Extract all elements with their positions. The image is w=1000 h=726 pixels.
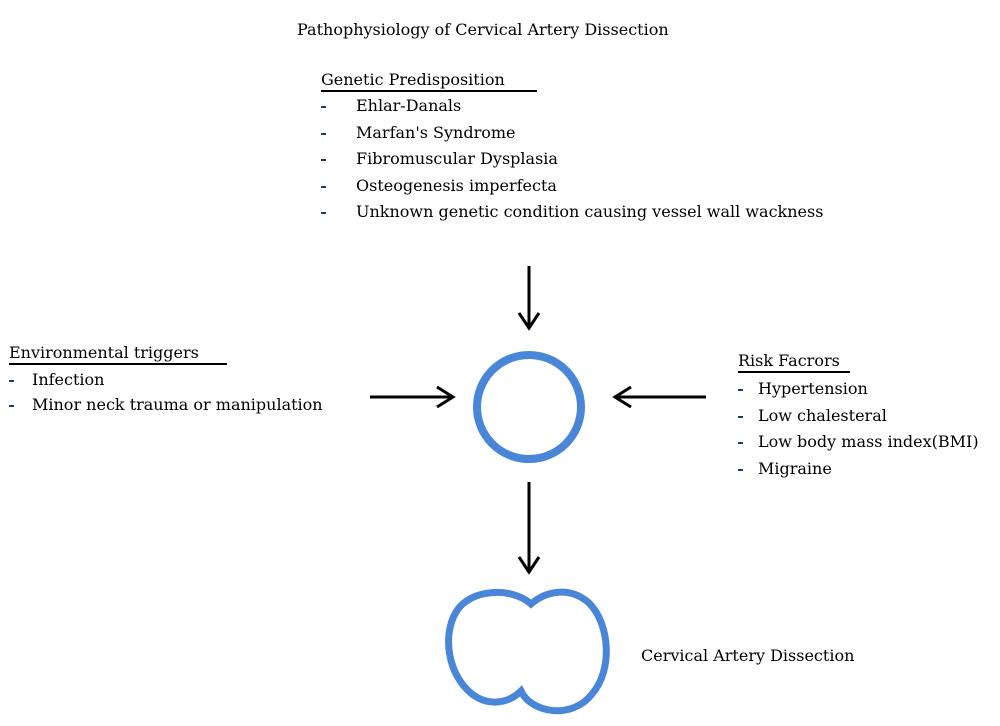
arrow-down-top-icon	[517, 266, 541, 331]
bullet-dash-icon	[321, 132, 326, 135]
list-item: Minor neck trauma or manipulation	[9, 395, 323, 420]
list-item-label: Migraine	[758, 458, 832, 478]
list-item: Fibromuscular Dysplasia	[321, 149, 823, 176]
genetic-predisposition-section: Genetic Predisposition Ehlar-Danals Marf…	[321, 70, 823, 229]
dissected-vessel-icon	[445, 588, 610, 715]
list-item-label: Low chalesteral	[758, 405, 887, 425]
list-item: Ehlar-Danals	[321, 96, 823, 123]
genetic-predisposition-heading: Genetic Predisposition	[321, 70, 537, 92]
list-item: Low chalesteral	[738, 406, 979, 433]
arrow-right-icon	[370, 385, 456, 409]
bullet-dash-icon	[9, 405, 14, 407]
list-item-label: Marfan's Syndrome	[356, 122, 516, 142]
list-item: Low body mass index(BMI)	[738, 432, 979, 459]
list-item-label: Osteogenesis imperfecta	[356, 175, 557, 195]
list-item: Hypertension	[738, 379, 979, 406]
bullet-dash-icon	[321, 212, 326, 214]
list-item-label: Minor neck trauma or manipulation	[32, 395, 323, 414]
list-item-label: Hypertension	[758, 379, 868, 398]
normal-vessel-icon	[473, 351, 585, 463]
bullet-dash-icon	[321, 159, 326, 161]
list-item: Osteogenesis imperfecta	[321, 176, 823, 203]
list-item: Infection	[9, 370, 323, 395]
diagram-title: Pathophysiology of Cervical Artery Disse…	[297, 20, 669, 39]
risk-factors-section: Risk Facrors Hypertension Low chalestera…	[738, 351, 979, 485]
environmental-triggers-heading: Environmental triggers	[9, 343, 227, 365]
list-item: Unknown genetic condition causing vessel…	[321, 202, 823, 229]
bullet-dash-icon	[738, 468, 743, 471]
list-item-label: Infection	[32, 370, 105, 389]
environmental-triggers-section: Environmental triggers Infection Minor n…	[9, 343, 323, 420]
list-item-label: Low body mass index(BMI)	[758, 432, 979, 451]
list-item: Migraine	[738, 459, 979, 486]
list-item-label: Fibromuscular Dysplasia	[356, 149, 558, 168]
list-item-label: Ehlar-Danals	[356, 96, 462, 115]
bullet-dash-icon	[9, 380, 14, 382]
list-item: Marfan's Syndrome	[321, 123, 823, 150]
environmental-triggers-list: Infection Minor neck trauma or manipulat…	[9, 370, 323, 420]
risk-factors-heading: Risk Facrors	[738, 351, 850, 373]
bullet-dash-icon	[738, 389, 743, 391]
genetic-predisposition-list: Ehlar-Danals Marfan's Syndrome Fibromusc…	[321, 96, 823, 229]
arrow-left-icon	[612, 385, 706, 409]
bullet-dash-icon	[738, 442, 743, 444]
risk-factors-list: Hypertension Low chalesteral Low body ma…	[738, 379, 979, 485]
list-item-label: Unknown genetic condition causing vessel…	[356, 202, 824, 221]
bullet-dash-icon	[738, 415, 743, 418]
arrow-down-bottom-icon	[517, 482, 541, 575]
bullet-dash-icon	[321, 185, 326, 188]
bullet-dash-icon	[321, 106, 326, 108]
outcome-label: Cervical Artery Dissection	[641, 646, 855, 665]
